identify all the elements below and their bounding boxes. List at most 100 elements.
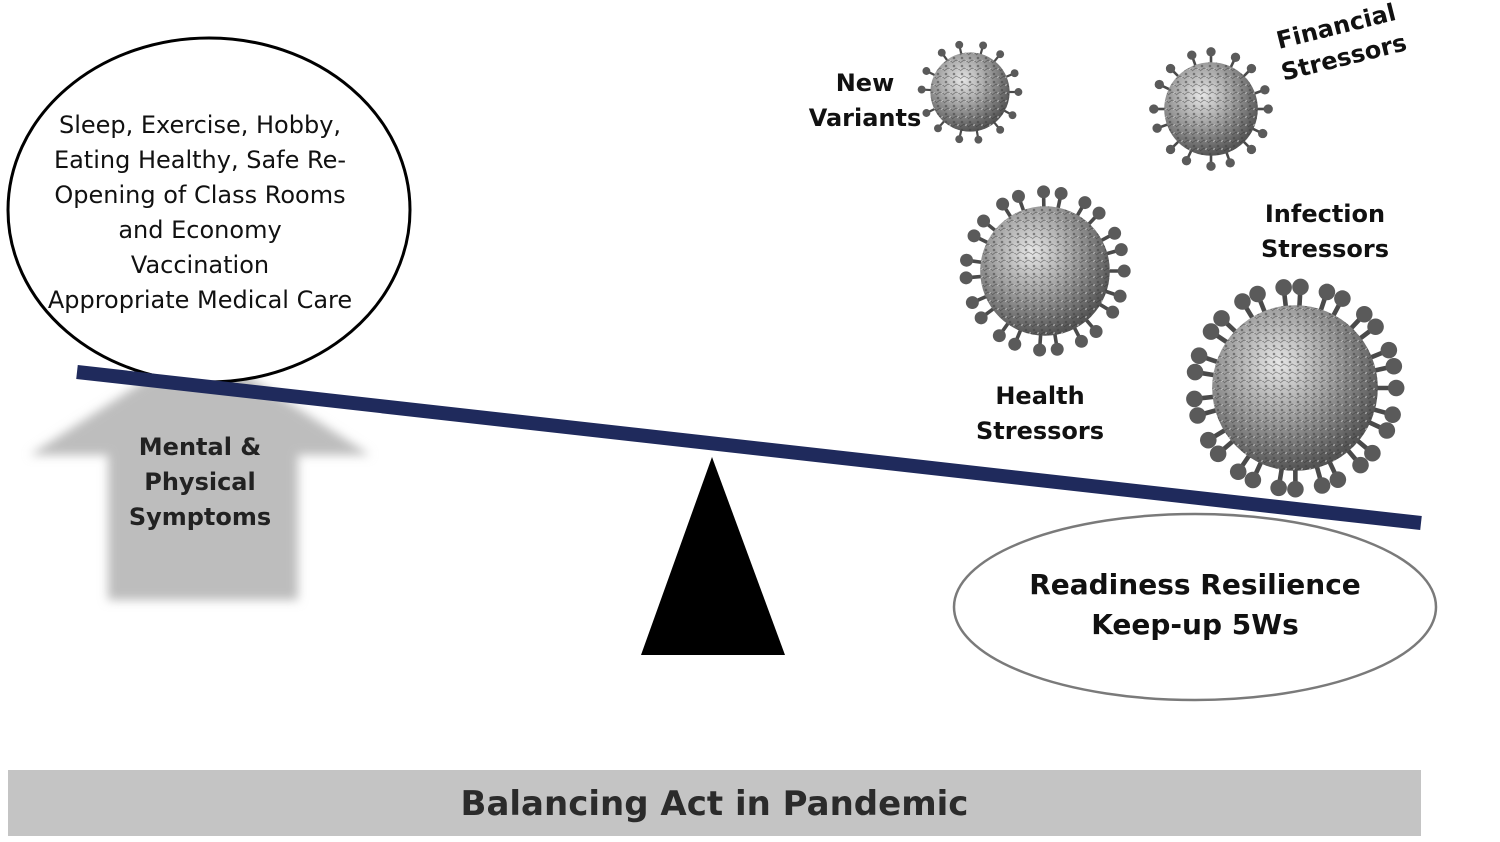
support-item: Appropriate Medical Care xyxy=(47,286,353,314)
virus-spike-tip xyxy=(974,135,983,144)
resilience-text: Readiness Resilience Keep-up 5Ws xyxy=(1029,568,1361,641)
virus-spike-tip xyxy=(955,40,964,49)
footer-title: Balancing Act in Pandemic xyxy=(460,784,969,824)
virus-spike-tip xyxy=(1190,347,1208,364)
virus-spike-tip xyxy=(1011,189,1025,203)
virus-spike-tip xyxy=(1181,156,1192,166)
virus-spike-tip xyxy=(1074,334,1088,348)
infection-stressors-label: Infection Stressors xyxy=(1260,200,1390,263)
virus-spike-tip xyxy=(1367,318,1384,336)
virus-spike-tip xyxy=(922,109,931,117)
virus-spike-tip xyxy=(1202,323,1220,340)
virus-spike-tip xyxy=(1149,104,1159,114)
virus-spike-tip xyxy=(1108,226,1122,240)
virus-spike-tip xyxy=(1117,264,1131,278)
virus-spike-tip xyxy=(1037,185,1051,199)
support-factors-text: Sleep, Exercise, Hobby, Eating Healthy, … xyxy=(40,108,360,318)
virus-spike-tip xyxy=(917,85,926,94)
virus-spike-tip xyxy=(996,125,1005,134)
virus-spike-tip xyxy=(1114,243,1128,257)
support-item: Sleep, Exercise, Hobby, xyxy=(58,111,342,139)
virus-texture xyxy=(980,206,1110,336)
virus-spike-tip xyxy=(967,229,981,243)
virus-spike-tip xyxy=(1244,471,1262,489)
virus-spike-tip xyxy=(937,48,946,57)
virus-spike-tip xyxy=(1270,479,1287,497)
support-item: Vaccination xyxy=(130,251,270,279)
coronavirus-icon xyxy=(1186,278,1405,498)
virus-spike-tip xyxy=(996,197,1010,211)
virus-spike-tip xyxy=(1275,279,1292,296)
virus-texture xyxy=(1212,305,1378,471)
virus-spike-tip xyxy=(1225,158,1235,168)
virus-spike-tip xyxy=(1229,463,1247,481)
virus-texture xyxy=(930,52,1010,132)
virus-spike-tip xyxy=(1008,111,1017,120)
virus-spike-tip xyxy=(1089,325,1103,338)
virus-spike-tip xyxy=(1054,186,1068,200)
footer-title-bar: Balancing Act in Pandemic xyxy=(8,770,1421,836)
virus-spike-tip xyxy=(974,311,988,325)
virus-spike-tip xyxy=(1209,445,1227,463)
virus-spike-tip xyxy=(959,271,973,285)
virus-spike-tip xyxy=(1106,305,1120,319)
support-item: and Economy xyxy=(118,216,282,244)
virus-spike-tip xyxy=(1352,456,1369,474)
virus-spike-tip xyxy=(1263,104,1273,114)
virus-spike-tip xyxy=(1258,128,1268,139)
virus-texture xyxy=(1164,62,1258,156)
virus-spike-tip xyxy=(1165,144,1176,155)
virus-spike-tip xyxy=(1050,342,1064,356)
symptoms-label: Mental & Physical Symptoms xyxy=(128,433,272,531)
virus-spike-tip xyxy=(955,135,964,144)
virus-spike-tip xyxy=(1186,390,1203,408)
virus-spike-tip xyxy=(1260,85,1270,95)
virus-layer xyxy=(917,40,1405,498)
virus-spike-tip xyxy=(1387,379,1405,397)
virus-spike-tip xyxy=(1313,477,1331,494)
virus-spike-tip xyxy=(1187,50,1197,60)
triangle-fulcrum-icon xyxy=(641,457,785,655)
virus-spike-tip xyxy=(1200,431,1217,449)
virus-spike-tip xyxy=(1213,310,1230,327)
virus-spike-tip xyxy=(1154,79,1164,90)
virus-spike-tip xyxy=(992,329,1006,343)
virus-spike-tip xyxy=(977,214,991,228)
seesaw-beam xyxy=(76,365,1422,530)
virus-spike-tip xyxy=(1246,144,1257,155)
virus-spike-tip xyxy=(1249,285,1266,303)
resilience-ellipse xyxy=(952,512,1438,702)
new-variants-label: New Variants xyxy=(808,69,922,132)
virus-spike-tip xyxy=(1165,63,1176,74)
virus-spike-tip xyxy=(1230,52,1241,62)
virus-spike-tip xyxy=(1014,88,1023,96)
coronavirus-icon xyxy=(1149,47,1273,171)
virus-spike-tip xyxy=(1318,283,1336,301)
virus-spike-tip xyxy=(1113,289,1127,303)
virus-spike-tip xyxy=(1078,196,1092,210)
virus-spike-tip xyxy=(1385,357,1403,375)
virus-spike-tip xyxy=(1246,63,1257,74)
virus-spike-tip xyxy=(965,296,979,310)
virus-spike-tip xyxy=(1189,407,1206,424)
support-item: Opening of Class Rooms xyxy=(54,181,346,209)
virus-spike-tip xyxy=(1364,444,1381,462)
virus-spike-tip xyxy=(1152,123,1162,133)
coronavirus-icon xyxy=(917,40,1023,144)
virus-spike-tip xyxy=(934,124,942,133)
virus-spike-tip xyxy=(1186,363,1204,381)
health-stressors-label: Health Stressors xyxy=(975,382,1105,445)
virus-spike-tip xyxy=(979,41,988,50)
coronavirus-icon xyxy=(959,185,1131,357)
virus-spike-tip xyxy=(922,67,931,75)
virus-spike-tip xyxy=(1378,422,1396,439)
virus-spike-tip xyxy=(1033,343,1047,357)
virus-spike-tip xyxy=(1092,206,1106,220)
virus-spike-tip xyxy=(1292,278,1309,296)
virus-spike-tip xyxy=(1206,161,1216,171)
virus-spike-tip xyxy=(1329,471,1347,488)
virus-spike-tip xyxy=(1206,47,1216,57)
virus-spike-tip xyxy=(1008,337,1022,351)
support-item: Eating Healthy, Safe Re- xyxy=(53,146,347,174)
